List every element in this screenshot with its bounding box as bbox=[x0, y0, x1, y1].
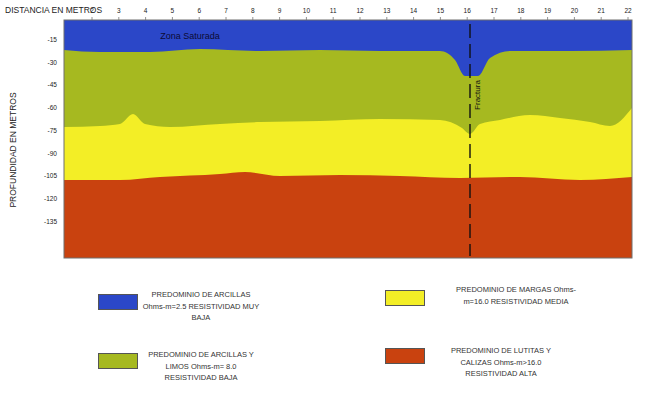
distance-tick bbox=[520, 17, 521, 20]
distance-tick-label: 12 bbox=[356, 7, 363, 14]
legend-swatch bbox=[98, 353, 138, 369]
distance-tick-label: 21 bbox=[598, 7, 605, 14]
distance-tick-label: 10 bbox=[303, 7, 310, 14]
distance-tick bbox=[494, 17, 495, 20]
depth-tick-label: -60 bbox=[48, 105, 57, 112]
legend-text: PREDOMINIO DE MARGAS Ohms-m=16.0 RESISTI… bbox=[455, 284, 577, 307]
distance-tick-label: 18 bbox=[517, 7, 524, 14]
distance-tick bbox=[172, 17, 173, 20]
marl-layer bbox=[64, 20, 632, 180]
depth-tick-label: -75 bbox=[48, 127, 57, 134]
distance-tick bbox=[92, 17, 93, 20]
axis-title: DISTANCIA EN METROS bbox=[5, 6, 102, 15]
depth-tick-label: -45 bbox=[48, 82, 57, 89]
distance-tick bbox=[145, 17, 146, 20]
legend-swatch bbox=[385, 348, 425, 364]
distance-tick bbox=[467, 17, 468, 20]
depth-tick-label: -90 bbox=[48, 150, 57, 157]
distance-tick-label: 22 bbox=[624, 7, 631, 14]
distance-tick-label: 19 bbox=[544, 7, 551, 14]
distance-tick bbox=[199, 17, 200, 20]
distance-tick bbox=[333, 17, 334, 20]
axis-title: PROFUNDIDAD EN METROS bbox=[9, 92, 18, 207]
legend-text: PREDOMINIO DE ARCILLAS Ohms-m=2.5 RESIST… bbox=[140, 289, 262, 324]
distance-tick bbox=[306, 17, 307, 20]
distance-tick-label: 8 bbox=[251, 7, 255, 14]
distance-tick bbox=[628, 17, 629, 20]
distance-tick bbox=[252, 17, 253, 20]
distance-tick-label: 17 bbox=[490, 7, 497, 14]
fracture-line bbox=[469, 24, 470, 256]
distance-tick bbox=[279, 17, 280, 20]
distance-tick bbox=[440, 17, 441, 20]
depth-tick-label: -135 bbox=[44, 218, 57, 225]
distance-tick bbox=[118, 17, 119, 20]
legend-swatch bbox=[385, 290, 425, 306]
silt-layer bbox=[64, 20, 632, 134]
distance-tick bbox=[574, 17, 575, 20]
distance-tick bbox=[360, 17, 361, 20]
clay-layer bbox=[64, 20, 632, 76]
distance-tick-label: 14 bbox=[410, 7, 417, 14]
legend-swatch bbox=[98, 294, 138, 310]
distance-tick-label: 9 bbox=[278, 7, 282, 14]
distance-tick-label: 6 bbox=[197, 7, 201, 14]
legend-text: PREDOMINIO DE ARCILLAS Y LIMOS Ohms-m= 8… bbox=[140, 349, 262, 384]
depth-tick-label: -105 bbox=[44, 173, 57, 180]
distance-tick-label: 4 bbox=[144, 7, 148, 14]
distance-tick bbox=[226, 17, 227, 20]
depth-tick-label: -30 bbox=[48, 59, 57, 66]
distance-tick-label: 7 bbox=[224, 7, 228, 14]
distance-tick-label: 15 bbox=[437, 7, 444, 14]
distance-tick bbox=[413, 17, 414, 20]
zone-label: Zona Saturada bbox=[160, 32, 220, 42]
distance-tick bbox=[601, 17, 602, 20]
distance-tick-label: 11 bbox=[330, 7, 337, 14]
legend-text: PREDOMINIO DE LUTITAS Y CALIZAS Ohms-m>1… bbox=[440, 345, 562, 380]
fracture-label: Fractura bbox=[474, 80, 483, 110]
distance-tick-label: 13 bbox=[383, 7, 390, 14]
distance-tick bbox=[547, 17, 548, 20]
depth-tick-label: -120 bbox=[44, 195, 57, 202]
distance-tick-label: 20 bbox=[571, 7, 578, 14]
distance-tick-label: 5 bbox=[171, 7, 175, 14]
distance-tick bbox=[386, 17, 387, 20]
distance-tick-label: 2 bbox=[90, 7, 94, 14]
limestone-layer bbox=[64, 20, 632, 258]
depth-tick-label: -15 bbox=[48, 36, 57, 43]
distance-tick-label: 16 bbox=[464, 7, 471, 14]
plot-frame bbox=[64, 20, 632, 258]
distance-tick-label: 3 bbox=[117, 7, 121, 14]
